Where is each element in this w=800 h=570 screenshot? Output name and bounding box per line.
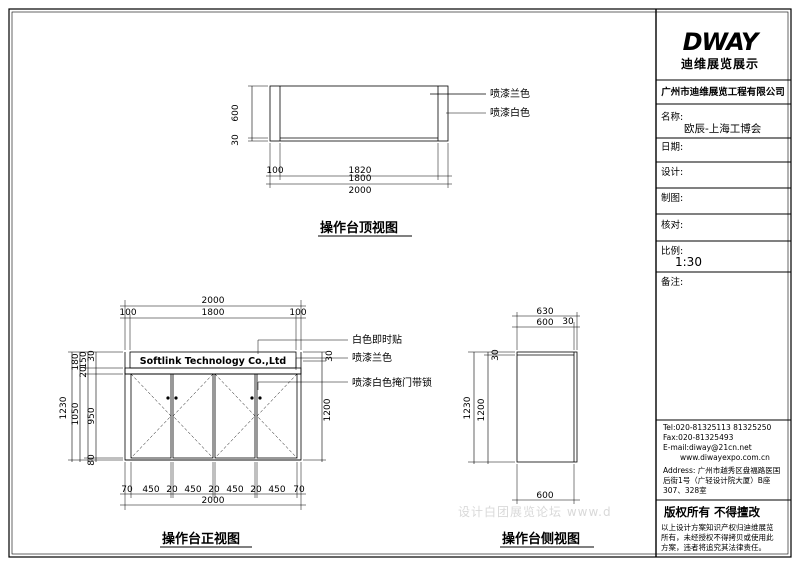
front-bottom-seg: 20 [166,485,178,495]
fax: Fax:020-81325493 [663,433,734,442]
email: E-mail:diway@21cn.net [663,443,752,452]
front-left-180: 180 [71,353,81,370]
website: www.diwayexpo.com.cn [680,453,770,462]
design-label: 设计: [661,166,683,178]
front-left-1050: 1050 [71,402,81,425]
front-sign-text: Softlink Technology Co.,Ltd [140,356,287,367]
scale-value: 1:30 [675,255,702,269]
front-top-100-right: 100 [289,308,306,318]
logo: DWAY 迪维展览展示 [681,28,762,71]
front-bottom-dims: 70 450 20 450 20 450 20 450 70 [121,485,305,495]
front-left-1230: 1230 [59,396,69,419]
front-view [68,300,348,510]
address-line-3: 307、328室 [663,485,707,495]
front-top-1800: 1800 [202,308,225,318]
front-bottom-seg: 70 [293,485,305,495]
front-bottom-seg: 20 [250,485,262,495]
check-label: 核对: [661,219,683,231]
top-dim-100: 100 [266,166,283,176]
tel: Tel:020-81325113 81325250 [662,423,772,432]
front-note-door: 喷漆白色掩门带锁 [352,376,432,389]
cabinet-doors [130,373,298,459]
copyright-note-1: 以上设计方案知识产权归迪维展览 [661,522,774,532]
name-label: 名称: [661,111,683,123]
front-right-30: 30 [325,350,335,362]
front-bottom-seg: 450 [142,485,159,495]
top-note-white: 喷漆白色 [490,106,530,119]
remarks-label: 备注: [661,276,683,288]
side-dim-1230: 1230 [463,396,473,419]
front-bottom-seg: 70 [121,485,133,495]
top-dim-1820: 1820 [349,166,372,176]
copyright: 版权所有 不得擅改 [664,505,761,519]
top-view-title: 操作台顶视图 [320,220,398,236]
side-dim-600-bottom: 600 [536,491,553,501]
logo-brand: DWAY [683,28,761,56]
front-top-100-left: 100 [119,308,136,318]
top-dim-600: 600 [231,104,241,121]
project-name: 欧辰-上海工博会 [684,122,762,135]
front-right-1200: 1200 [323,398,333,421]
address-line-2: 后街1号（广轻设计院大厦）B座 [663,475,771,485]
side-dim-630: 630 [536,307,553,317]
top-view [248,85,486,188]
front-bottom-seg: 450 [268,485,285,495]
copyright-note-3: 方案，违者将追究其法律责任。 [661,542,766,552]
top-dim-2000: 2000 [349,186,372,196]
front-view-title: 操作台正视图 [162,531,240,547]
top-note-blue: 喷漆兰色 [490,87,530,100]
front-bottom-seg: 20 [208,485,220,495]
front-left-80: 80 [87,454,97,466]
top-dim-1800: 1800 [349,174,372,184]
company-name: 广州市迪维展览工程有限公司 [661,86,785,98]
top-view-outline [269,85,449,142]
front-left-950: 950 [87,407,97,424]
front-note-sticker: 白色即时贴 [352,333,402,346]
front-bottom-seg: 450 [226,485,243,495]
front-bottom-seg: 450 [184,485,201,495]
front-left-20: 20 [79,366,89,378]
side-dim-30-top: 30 [562,317,574,327]
front-left-150: 150 [79,351,89,368]
watermark: 设计白团展览论坛 www.d [458,504,612,519]
side-view-title: 操作台侧视图 [502,531,580,547]
draw-label: 制图: [661,192,683,204]
scale-label: 比例: [661,245,683,257]
front-left-30: 30 [87,350,97,362]
outer-frame [8,8,792,558]
front-bottom-2000: 2000 [202,496,225,506]
date-label: 日期: [661,142,683,153]
top-dim-30: 30 [231,134,241,146]
side-dim-30-left: 30 [491,349,501,361]
side-view-outline [516,351,578,463]
address-line-1: Address: 广州市越秀区盘福路医国 [663,465,780,475]
front-note-blue: 喷漆兰色 [352,351,392,364]
side-dim-1200: 1200 [477,398,487,421]
logo-cn: 迪维展览展示 [681,56,759,71]
front-top-2000: 2000 [202,296,225,306]
copyright-note-2: 所有，未经授权不得拷贝或使用此 [661,532,774,542]
side-view [468,312,580,504]
side-dim-600: 600 [536,318,553,328]
